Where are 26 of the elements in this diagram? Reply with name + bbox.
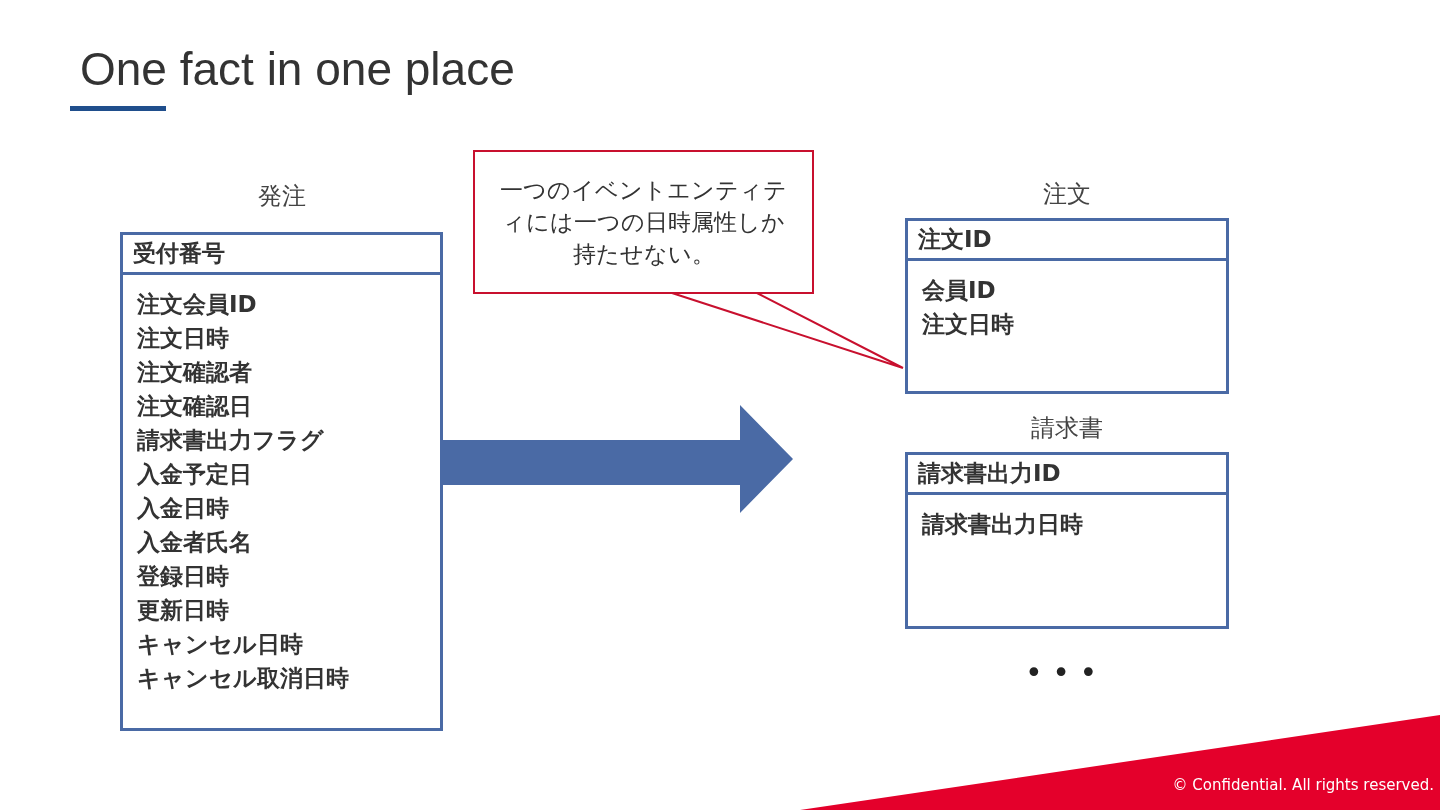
entity-name: 発注 [256, 181, 307, 212]
attribute-field: 会員ID [922, 273, 1212, 307]
attribute-field: 登録日時 [137, 559, 426, 593]
attribute-field: 注文会員ID [137, 287, 426, 321]
slide-title: One fact in one place [80, 42, 515, 96]
entity-name: 注文 [1042, 179, 1092, 210]
attribute-field: 注文確認日 [137, 389, 426, 423]
ellipsis-mark: • • • [1025, 655, 1098, 690]
primary-key-field: 請求書出力ID [908, 455, 1226, 495]
attribute-field: 入金者氏名 [137, 525, 426, 559]
attribute-field: 注文日時 [922, 307, 1212, 341]
attribute-field: 注文日時 [137, 321, 426, 355]
primary-key-field: 注文ID [908, 221, 1226, 261]
attribute-field: 入金予定日 [137, 457, 426, 491]
primary-key-field: 受付番号 [123, 235, 440, 275]
attribute-field: 請求書出力フラグ [137, 423, 426, 457]
attribute-field: 請求書出力日時 [922, 507, 1212, 541]
attribute-field: キャンセル取消日時 [137, 661, 426, 695]
attribute-field: 注文確認者 [137, 355, 426, 389]
copyright-note: © Confidential. All rights reserved. [1172, 776, 1434, 794]
block-arrow [443, 405, 793, 513]
attribute-field: キャンセル日時 [137, 627, 426, 661]
entity-name: 請求書 [1030, 413, 1104, 444]
attribute-field: 更新日時 [137, 593, 426, 627]
speech-callout: 一つのイベントエンティティには一つの日時属性しか持たせない。 [473, 150, 814, 294]
attribute-field: 入金日時 [137, 491, 426, 525]
